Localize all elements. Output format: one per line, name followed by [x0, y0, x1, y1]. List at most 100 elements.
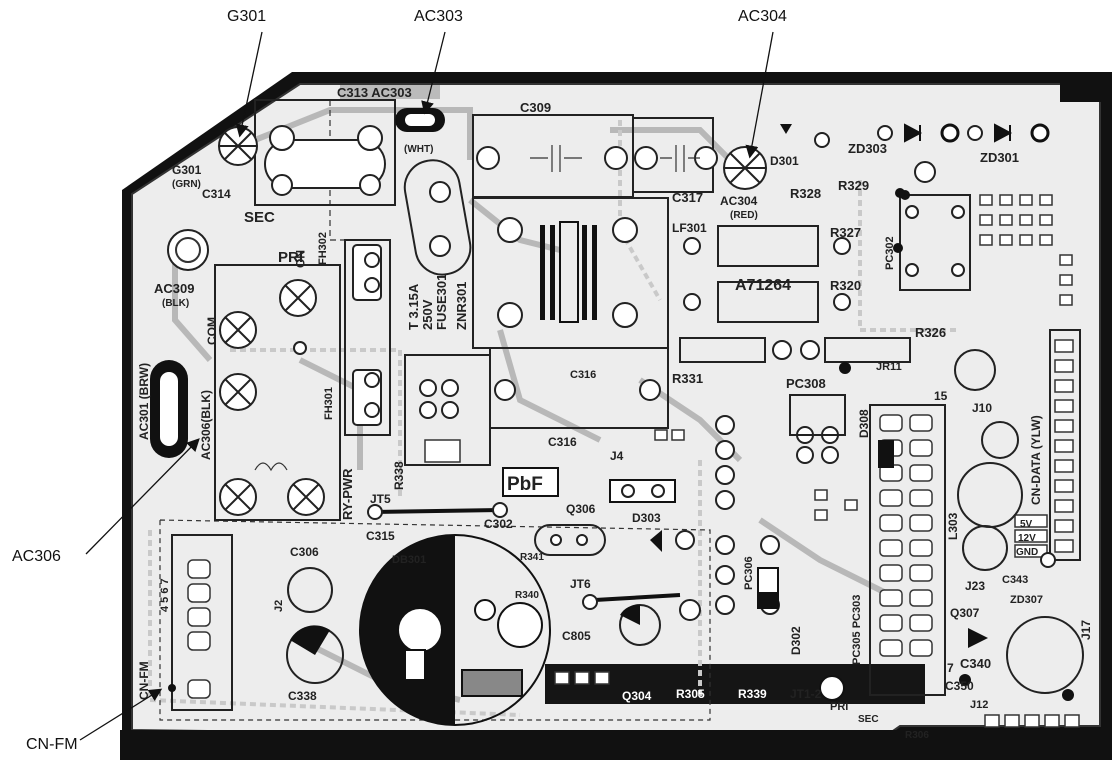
svg-text:FH301: FH301 [323, 387, 335, 420]
svg-text:C805: C805 [562, 629, 591, 643]
leader-ac303 [421, 31, 446, 115]
fuse301-body [344, 239, 391, 436]
svg-text:C302: C302 [484, 517, 513, 531]
svg-text:PC306: PC306 [743, 556, 755, 590]
svg-text:R340: R340 [515, 590, 539, 601]
svg-text:R305: R305 [676, 687, 705, 701]
svg-text:Q304: Q304 [622, 689, 652, 703]
svg-text:R306: R306 [905, 730, 929, 741]
svg-text:LF301: LF301 [672, 221, 707, 235]
svg-text:A71264: A71264 [735, 277, 791, 294]
svg-text:C316: C316 [548, 435, 577, 449]
svg-text:PbF: PbF [507, 474, 543, 495]
svg-text:L303: L303 [946, 512, 960, 540]
svg-text:250V: 250V [420, 299, 435, 330]
svg-text:AC304: AC304 [720, 194, 758, 208]
callout-g301: G301 [227, 8, 267, 25]
svg-text:PC308: PC308 [786, 376, 826, 391]
svg-text:C338: C338 [288, 689, 317, 703]
svg-text:DB301: DB301 [392, 554, 426, 566]
svg-text:7: 7 [947, 661, 954, 675]
svg-text:GND: GND [1016, 547, 1038, 558]
svg-text:R339: R339 [738, 687, 767, 701]
silk-c313-ac303: C313 AC303 [337, 85, 412, 100]
svg-text:ZNR301: ZNR301 [454, 282, 469, 330]
svg-text:(BLK): (BLK) [162, 298, 189, 309]
svg-text:JT6: JT6 [570, 577, 591, 591]
svg-text:C343: C343 [1002, 574, 1028, 586]
svg-text:T 3.15A: T 3.15A [406, 283, 421, 330]
svg-text:C315: C315 [366, 529, 395, 543]
svg-text:(WHT): (WHT) [404, 144, 433, 155]
svg-text:Q307: Q307 [950, 606, 980, 620]
svg-text:J17: J17 [1079, 620, 1093, 640]
svg-text:FUSE301: FUSE301 [434, 274, 449, 330]
svg-text:NO: NO [293, 250, 307, 268]
svg-text:R341: R341 [520, 552, 544, 563]
svg-text:(GRN): (GRN) [172, 179, 201, 190]
cn-data-pins [1054, 339, 1074, 553]
svg-text:Q306: Q306 [566, 502, 596, 516]
leader-ac306 [85, 438, 200, 555]
znr301-body [403, 159, 472, 276]
svg-text:AC301 (BRW): AC301 (BRW) [137, 363, 151, 440]
svg-text:C317: C317 [672, 190, 703, 205]
ic-socket [869, 404, 946, 696]
callout-ac303: AC303 [414, 8, 463, 25]
svg-text:D303: D303 [632, 511, 661, 525]
svg-text:R329: R329 [838, 178, 869, 193]
svg-text:(RED): (RED) [730, 210, 758, 221]
svg-text:15: 15 [934, 389, 948, 403]
svg-text:4 5 6 7: 4 5 6 7 [159, 578, 171, 612]
svg-text:FH302: FH302 [317, 232, 329, 265]
svg-text:J10: J10 [972, 401, 992, 415]
svg-text:R331: R331 [672, 371, 703, 386]
svg-text:ZD301: ZD301 [980, 150, 1019, 165]
svg-text:C309: C309 [520, 100, 551, 115]
svg-text:D302: D302 [789, 626, 803, 655]
svg-text:C314: C314 [202, 187, 231, 201]
svg-text:J2: J2 [273, 600, 285, 612]
svg-text:R327: R327 [830, 225, 861, 240]
svg-text:COM: COM [205, 317, 219, 345]
svg-text:J23: J23 [965, 579, 985, 593]
callout-ac304: AC304 [738, 8, 787, 25]
svg-text:C316: C316 [570, 369, 596, 381]
callout-ac306: AC306 [12, 548, 61, 565]
callout-cnfm: CN-FM [26, 736, 78, 753]
svg-text:AC306(BLK): AC306(BLK) [199, 390, 213, 460]
svg-text:R328: R328 [790, 186, 821, 201]
svg-text:CN-FM: CN-FM [137, 661, 151, 700]
svg-text:ZD303: ZD303 [848, 141, 887, 156]
svg-text:G301: G301 [172, 163, 202, 177]
cn-fm-connector [171, 534, 233, 711]
svg-text:12V: 12V [1018, 533, 1036, 544]
svg-text:C306: C306 [290, 545, 319, 559]
svg-text:AC309: AC309 [154, 281, 194, 296]
svg-text:SEC: SEC [858, 714, 879, 725]
svg-text:C340: C340 [960, 656, 991, 671]
svg-text:D301: D301 [770, 154, 799, 168]
svg-text:RY-PWR: RY-PWR [340, 468, 355, 520]
svg-text:PC302: PC302 [884, 236, 896, 270]
svg-text:PC305 PC303: PC305 PC303 [851, 595, 863, 665]
svg-text:PRI: PRI [278, 249, 303, 266]
leader-ac304 [745, 31, 774, 159]
svg-text:PRI: PRI [830, 701, 848, 713]
svg-text:R326: R326 [915, 325, 946, 340]
svg-text:C350: C350 [945, 679, 974, 693]
svg-text:R320: R320 [830, 278, 861, 293]
svg-text:JT1-2: JT1-2 [790, 687, 822, 701]
leader-g301 [235, 31, 263, 138]
relay-ry-pwr [214, 264, 341, 521]
svg-text:JR11: JR11 [876, 361, 902, 373]
svg-text:D308: D308 [857, 409, 871, 438]
svg-text:ZD307: ZD307 [1010, 594, 1043, 606]
svg-text:J12: J12 [970, 699, 988, 711]
svg-text:SEC: SEC [244, 209, 275, 226]
leader-cnfm [79, 688, 163, 741]
svg-text:J4: J4 [610, 449, 624, 463]
svg-text:JT5: JT5 [370, 492, 391, 506]
svg-text:5V: 5V [1020, 519, 1033, 530]
